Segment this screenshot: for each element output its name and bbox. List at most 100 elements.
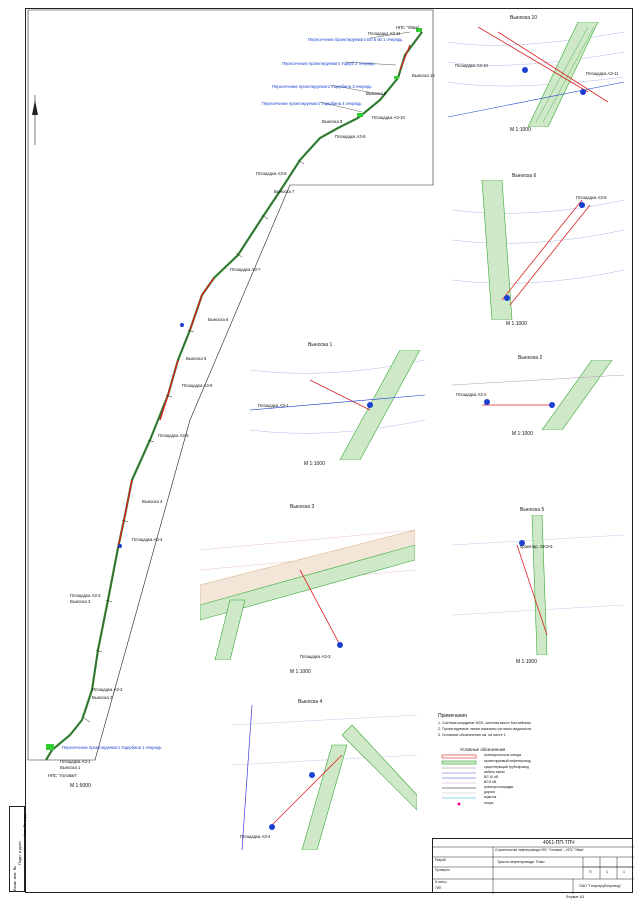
legend-swatches — [441, 754, 477, 806]
legend-item-6: ВЛ 6 кВ — [484, 780, 496, 784]
route-red-segment-4 — [399, 44, 411, 71]
inset-v1-scale: М 1:1000 — [304, 461, 325, 467]
inset-v5-label: проектир. ОКЭ-5 — [520, 544, 553, 549]
inset-v1-title: Выноска 1 — [308, 342, 333, 348]
inset-v4-title: Выноска 4 — [298, 699, 323, 705]
pad-marker-mid2 — [394, 76, 399, 79]
legend-item-8: дорога — [484, 790, 495, 794]
pad-label-1: Площадка АЗ-1 — [60, 759, 91, 764]
pad-label-7: Площадка АЗ-7 — [230, 267, 261, 272]
inset-v10-title: Выноска 10 — [510, 15, 537, 21]
pad-label-3: Площадка АЗ-3 — [70, 593, 101, 598]
blue-note-3: Пересечение проектируемого Ущербина 3 оч… — [272, 84, 372, 89]
notes-line-1: 1. Система координат МСК, система высот … — [438, 721, 532, 725]
inset-v9-map — [452, 180, 624, 320]
titleblock-sheet: 1 — [606, 870, 608, 874]
titleblock-stage: П — [589, 870, 592, 874]
pad-label-2: Площадка АЗ-2 — [92, 687, 123, 692]
inset-v9-label: Площадка АЗ-6 — [576, 195, 607, 200]
inset-v9-title: Выноска 6 — [512, 173, 537, 179]
inset-v9-scale: М 1:1000 — [506, 321, 527, 327]
blue-note-4: Пересечение проектируемого Ущербина 4 оч… — [262, 101, 362, 106]
node-label-3: Выноска 3 — [70, 599, 91, 604]
inset-v4-map — [232, 705, 417, 850]
legend-item-2: проектируемый нефтепровод — [484, 759, 531, 763]
notes-line-2: 2. Проектируемые линии показаны согласно… — [438, 727, 533, 731]
node-label-2: Выноска 2 — [92, 695, 113, 700]
titleblock-company: ОАО "Гипротрубопровод" — [579, 884, 622, 888]
node-label-7: Выноска 7 — [274, 189, 295, 194]
titleblock-row-2: Проверил — [435, 868, 450, 872]
node-label-6: Выноска 6 — [208, 317, 229, 322]
route-red-segment-3 — [117, 479, 133, 549]
inset-v5-map — [452, 515, 624, 655]
inset-v2-label: Площадка АЗ-2 — [456, 392, 487, 397]
inset-v3-map — [200, 510, 415, 660]
legend-item-1: граница полосы отвода — [484, 753, 521, 757]
inset-v1-map — [250, 350, 425, 460]
pad-label-8: Площадка АЗ-8 — [256, 171, 287, 176]
node-label-10: Выноска 10 — [412, 73, 435, 78]
node-label-1: Выноска 1 — [60, 765, 81, 770]
legend-item-4: кабель связи — [484, 770, 505, 774]
pad-marker-bottom — [46, 744, 54, 750]
title-block-grid — [433, 846, 634, 894]
inset-v3-title: Выноска 3 — [290, 504, 315, 510]
node-label-4: Выноска 4 — [142, 499, 163, 504]
overview-scale: М 1:5000 — [70, 783, 91, 789]
overview-boundary — [27, 9, 434, 761]
inset-v1-label: Площадка АЗ-1 — [258, 403, 289, 408]
legend-item-5: ВЛ 10 кВ — [484, 775, 498, 779]
titleblock-row-1: Разраб. — [435, 858, 447, 862]
pad-marker-top — [416, 28, 422, 32]
drawing-frame — [25, 8, 633, 893]
pad-label-11: Площадка АЗ-11 — [368, 31, 401, 36]
legend-item-3: существующий трубопровод — [484, 765, 529, 769]
inset-v5-title: Выноска 5 — [520, 507, 545, 513]
inset-v2-map — [452, 360, 624, 430]
notes-line-3: 3. Условные обозначения см. на листе 1. — [438, 733, 507, 737]
blue-note-1: Пересечение проектируемого ВЛ 6 кВ 1 оче… — [308, 37, 403, 42]
inset-v2-scale: М 1:1000 — [512, 431, 533, 437]
legend-title: Условные обозначения — [460, 747, 506, 752]
label-end-station: НПС "Уйма" — [396, 25, 420, 30]
inset-v10-label-a: Площадка АЗ-10 — [455, 63, 488, 68]
inset-v5-scale: М 1:1000 — [516, 659, 537, 665]
pad-label-5: Площадка АЗ-5 — [158, 433, 189, 438]
title-block: 4061-ПП-ТПЧ Строительство нефтепровода Н… — [432, 838, 634, 894]
titleblock-row-4: ГИП — [435, 886, 442, 890]
leader-lines — [319, 31, 411, 113]
titleblock-sheet-title: Трасса нефтепровода. План — [497, 860, 545, 864]
crossing-marker-1 — [180, 323, 184, 327]
legend-item-7: граница площадки — [484, 785, 514, 789]
blue-note-2: Пересечение проектируемого Ущерб 2 очере… — [282, 61, 375, 66]
north-arrow-icon — [32, 95, 38, 145]
pad-label-9: Площадка АЗ-9 — [335, 134, 366, 139]
legend: Условные обозначения граница полосы отво… — [440, 747, 580, 810]
node-label-8: Выноска 8 — [322, 119, 343, 124]
legend-item-10: опора — [484, 801, 494, 805]
pad-label-4: Площадка АЗ-4 — [132, 537, 163, 542]
pad-label-10: Площадка АЗ-10 — [372, 115, 405, 120]
pad-marker-mid — [357, 113, 363, 117]
titleblock-row-3: Н.контр. — [435, 880, 448, 884]
inset-v10-scale: М 1:1000 — [510, 127, 531, 133]
route-red-segment-1 — [189, 277, 215, 331]
inset-v2-title: Выноска 2 — [518, 355, 543, 361]
legend-item-9: водоток — [484, 795, 497, 799]
format-label: Формат А3 — [566, 895, 585, 899]
route-ticks — [83, 159, 305, 723]
crossing-marker-2 — [118, 544, 122, 548]
label-start-station: НПС "Узловая" — [48, 773, 78, 778]
binding-strip: Взам. инв. № Подп. и дата Инв. № подл. — [9, 806, 27, 892]
titleblock-code: 4061-ПП-ТПЧ — [543, 840, 575, 846]
blue-note-5: Пересечение проектируемого Ущербина 1 оч… — [62, 745, 162, 750]
route-red-segment-2 — [159, 359, 179, 421]
inset-v4-label: Площадка АЗ-4 — [240, 834, 271, 839]
inset-v10-label-b: Площадка АЗ-11 — [586, 71, 619, 76]
node-label-9: Выноска 9 — [366, 91, 387, 96]
titleblock-sheets: 1 — [623, 870, 625, 874]
inset-v3-scale: М 1:1000 — [290, 669, 311, 675]
pad-label-6: Площадка АЗ-6 — [182, 383, 213, 388]
